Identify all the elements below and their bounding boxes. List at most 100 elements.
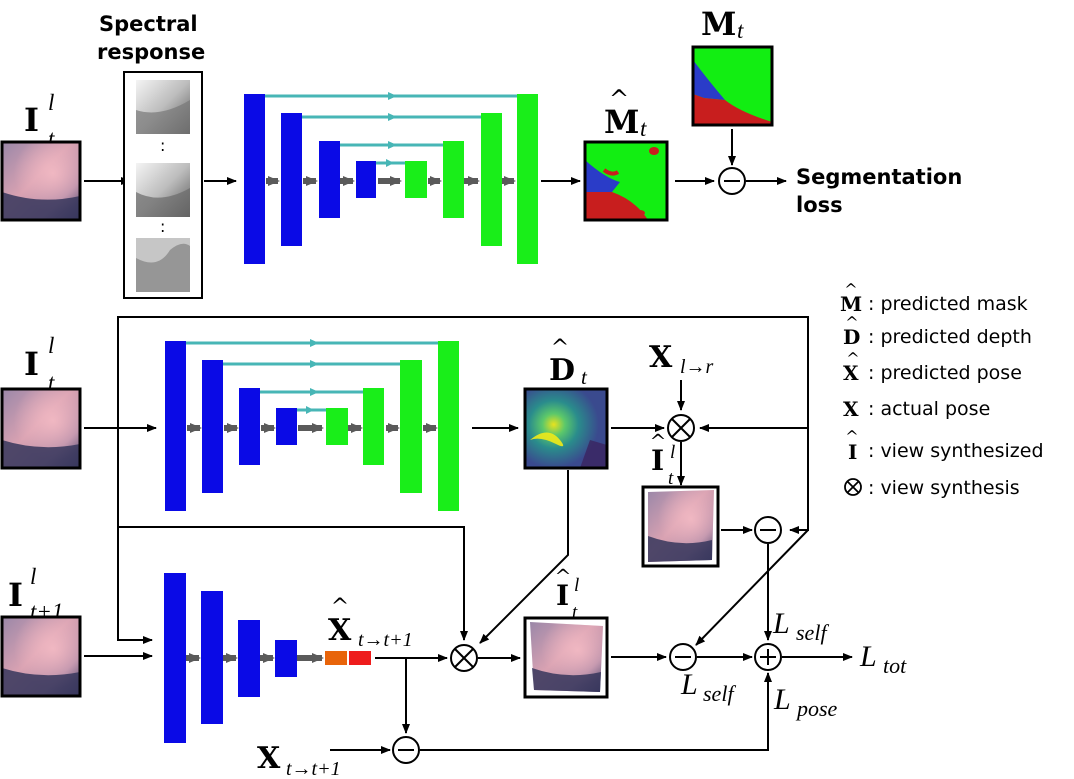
svg-text:^: ^ <box>609 85 629 113</box>
svg-text:tot: tot <box>883 653 907 678</box>
legend-item-actual-pose: X : actual pose <box>843 397 990 421</box>
input-image-bottom <box>0 615 82 698</box>
svg-text:l: l <box>574 575 579 596</box>
svg-text:t→t+1: t→t+1 <box>286 758 341 779</box>
svg-text:^: ^ <box>844 280 857 299</box>
minus-node-pose <box>392 736 420 764</box>
loss-self-lower-label: L self <box>680 668 736 706</box>
svg-text:t: t <box>572 602 578 623</box>
seg-minus-node <box>718 167 746 195</box>
svg-text:M: M <box>840 292 862 316</box>
dots-1: : <box>160 136 165 155</box>
decoder-block-3 <box>481 113 502 246</box>
svg-text:^: ^ <box>845 313 858 332</box>
svg-text:X: X <box>843 361 859 385</box>
legend: M ^ : predicted mask D ^ : predicted dep… <box>840 280 1044 499</box>
svg-text:D: D <box>843 325 860 349</box>
loss-total-label: L tot <box>859 640 907 678</box>
legend-item-mask: M ^ : predicted mask <box>840 280 1028 316</box>
encoder-block-1 <box>244 94 265 264</box>
svg-text:^: ^ <box>650 429 667 453</box>
svg-text:: predicted pose: : predicted pose <box>868 362 1022 384</box>
line-to-otimes-bottom <box>118 526 468 641</box>
svg-text:L: L <box>680 668 698 701</box>
symbol-M-hat: M <box>604 103 639 141</box>
svg-text:: view synthesized: : view synthesized <box>868 440 1044 462</box>
svg-text:self: self <box>703 681 736 706</box>
decoder-block-4 <box>517 94 538 264</box>
input-image-label-mid: I t l <box>24 333 55 395</box>
symbol-I: I <box>24 101 39 139</box>
synth-view-stereo-image <box>641 485 720 568</box>
svg-text:t→t+1: t→t+1 <box>358 629 413 651</box>
svg-text:^: ^ <box>846 349 859 368</box>
spectral-label-line1: Spectral <box>99 12 198 36</box>
svg-text:L: L <box>859 640 877 673</box>
loss-self-upper-label: L self <box>772 607 829 645</box>
pose-vector-rot <box>325 651 347 665</box>
dots-2: : <box>160 217 165 236</box>
input-image-label-bottom: I t+1 l <box>8 564 63 624</box>
svg-text:l: l <box>48 333 54 358</box>
input-image-mid <box>0 387 82 470</box>
plus-node <box>754 643 782 671</box>
svg-text:^: ^ <box>845 427 858 446</box>
svg-text:I: I <box>651 444 664 477</box>
encoder-block-3 <box>319 141 340 218</box>
symbol-M: M <box>701 5 736 43</box>
arrow-loop-to-minus-bottom <box>695 529 809 646</box>
segmentation-loss-line2: loss <box>796 193 843 217</box>
svg-text:: predicted mask: : predicted mask <box>868 293 1028 315</box>
svg-text:I: I <box>24 345 39 383</box>
svg-text:^: ^ <box>331 595 349 620</box>
otimes-node-bottom <box>450 644 478 672</box>
arrow-depth-to-otimes-bottom <box>479 470 569 644</box>
spectral-label-line2: response <box>97 40 205 64</box>
legend-item-pred-pose: X ^ : predicted pose <box>843 349 1022 385</box>
subscript-t-mhat: t <box>640 116 647 141</box>
svg-text:l→r: l→r <box>680 356 714 378</box>
svg-text:I: I <box>848 440 857 464</box>
gt-mask-image <box>691 45 774 127</box>
svg-text:D: D <box>549 353 575 388</box>
svg-text:t: t <box>48 370 55 395</box>
synth-view-stereo-label: I ^ t l <box>650 429 676 489</box>
svg-text:X: X <box>257 741 281 776</box>
svg-text:L: L <box>773 683 791 716</box>
svg-text:X: X <box>843 397 859 421</box>
svg-text:^: ^ <box>555 564 572 588</box>
legend-item-depth: D ^ : predicted depth <box>843 313 1032 349</box>
svg-text:t: t <box>581 365 588 389</box>
pose-net <box>164 573 371 743</box>
svg-text:L: L <box>772 607 790 640</box>
spectral-response-stack: : : <box>123 71 203 299</box>
input-image-label-top: I t l <box>24 90 55 151</box>
minus-node-mid <box>754 516 782 544</box>
actual-pose-label: X t→t+1 <box>257 741 341 779</box>
svg-text:t: t <box>668 468 674 489</box>
decoder-block-1 <box>405 161 427 198</box>
subscript-t: t <box>48 126 55 151</box>
svg-text:: predicted depth: : predicted depth <box>868 326 1032 348</box>
svg-text:l: l <box>670 442 675 463</box>
predicted-mask-label: M ^ t <box>604 85 647 141</box>
minus-node-bottom <box>669 643 697 671</box>
encoder-block-4 <box>356 161 376 198</box>
subscript-t-m: t <box>737 18 744 43</box>
input-image-top <box>0 140 82 222</box>
gt-mask-label: M t <box>701 5 744 43</box>
stereo-pose-label: X l→r <box>649 340 714 378</box>
segmentation-loss-line1: Segmentation <box>796 165 962 189</box>
svg-text:^: ^ <box>551 336 569 361</box>
predicted-mask-image <box>583 140 669 222</box>
svg-text:self: self <box>796 620 829 645</box>
svg-text:l: l <box>30 564 36 589</box>
svg-text:I: I <box>8 576 23 614</box>
svg-text:X: X <box>649 340 673 375</box>
otimes-node-mid <box>667 414 695 442</box>
legend-item-synthesis-op: : view synthesis <box>844 477 1020 499</box>
legend-item-view-synth: I ^ : view synthesized <box>845 427 1043 464</box>
encoder-block-2 <box>281 113 302 246</box>
line-to-pose-net <box>117 530 153 644</box>
